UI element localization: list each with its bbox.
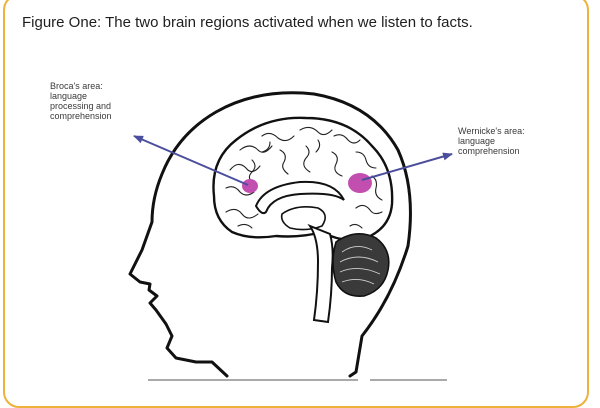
head-outline: [128, 91, 412, 378]
broca-label-line: processing and: [50, 101, 112, 111]
cerebellum: [332, 233, 390, 298]
broca-label-line: Broca's area:: [50, 81, 103, 91]
wernicke-label-line: comprehension: [458, 146, 520, 156]
broca-label-line: language: [50, 91, 88, 101]
thalamus: [280, 206, 326, 231]
brainstem: [307, 223, 334, 324]
figure-caption: Figure One: The two brain regions activa…: [22, 14, 473, 31]
cerebellum-folds: [339, 246, 381, 285]
wernicke-label: Wernicke's area: language comprehension: [458, 126, 525, 156]
wernicke-label-line: Wernicke's area:: [458, 126, 525, 136]
wernicke-label-line: language: [458, 136, 496, 146]
broca-label-line: comprehension: [50, 111, 112, 121]
broca-label: Broca's area: language processing and co…: [50, 81, 112, 121]
corpus-callosum: [254, 180, 345, 215]
broca-region-marker: [242, 179, 258, 193]
wernicke-arrow: [361, 152, 453, 181]
wernicke-region-marker: [348, 173, 372, 193]
broca-arrow: [133, 135, 249, 186]
